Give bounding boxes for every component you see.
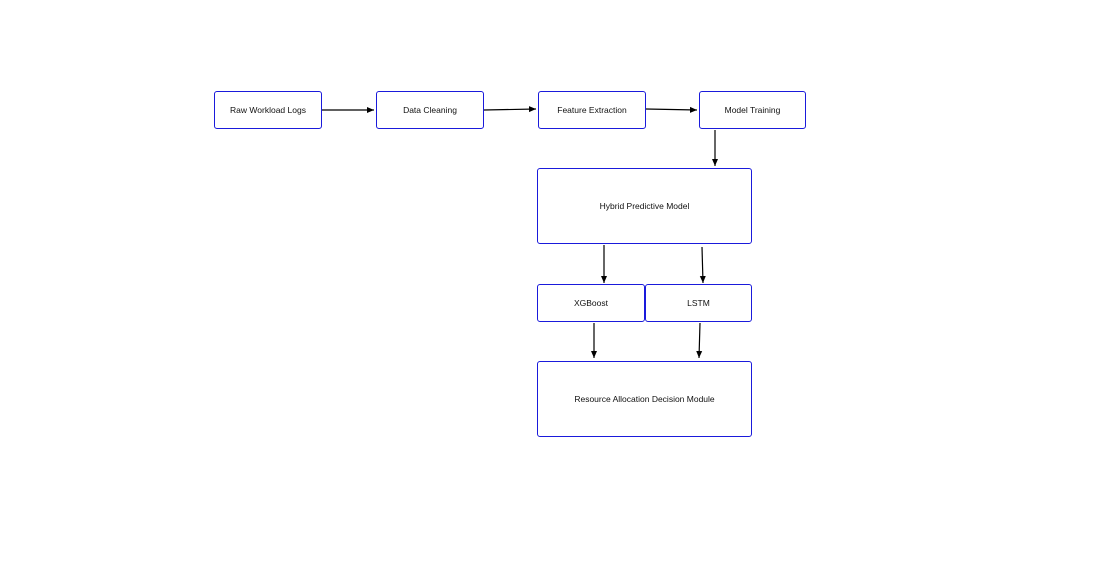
arrow-hybrid-model-to-lstm [699,246,706,284]
node-raw-workload-logs: Raw Workload Logs [214,91,322,129]
node-resource-allocation-decision-module: Resource Allocation Decision Module [537,361,752,437]
arrow-data-cleaning-to-feature-extraction [483,106,537,113]
node-hybrid-predictive-model: Hybrid Predictive Model [537,168,752,244]
node-model-training: Model Training [699,91,806,129]
node-data-cleaning: Data Cleaning [376,91,484,129]
arrow-feature-extraction-to-model-training [645,106,698,113]
arrow-lstm-to-decision-module [696,322,703,359]
node-xgboost: XGBoost [537,284,645,322]
node-lstm: LSTM [645,284,752,322]
node-feature-extraction: Feature Extraction [538,91,646,129]
